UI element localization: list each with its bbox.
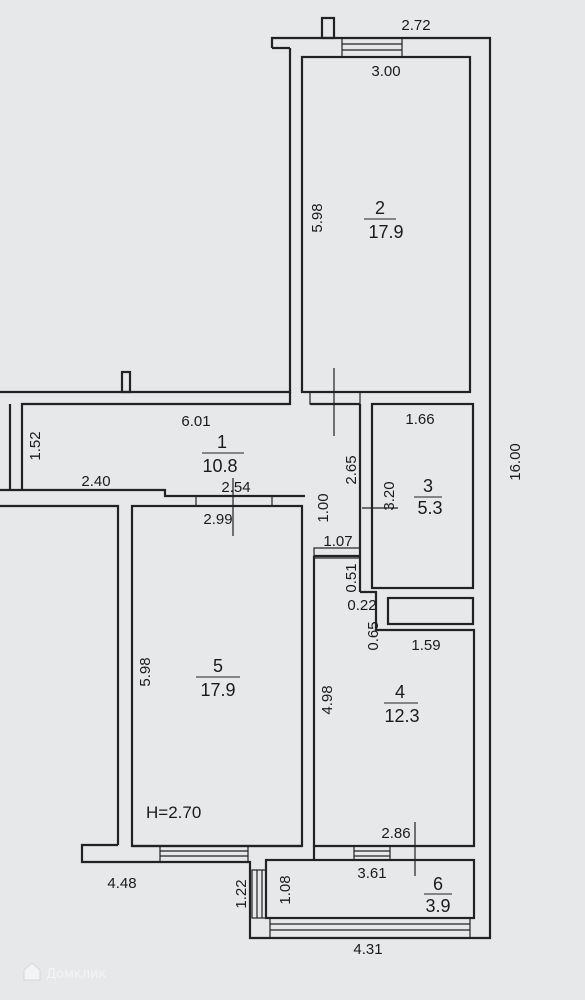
vent: [320, 16, 336, 40]
room-2-number: 2: [375, 198, 385, 218]
dim-2-99: 2.99: [203, 511, 232, 528]
dim-3-00: 3.00: [371, 63, 400, 80]
dim-1-22: 1.22: [233, 879, 250, 908]
ceiling-height: H=2.70: [146, 803, 201, 822]
dim-2-40: 2.40: [81, 473, 110, 490]
window-balcony-side: [251, 869, 267, 919]
dim-0-51: 0.51: [343, 563, 360, 592]
dim-1-00: 1.00: [315, 493, 332, 522]
dim-1-59: 1.59: [411, 637, 440, 654]
dim-5-98-top: 5.98: [309, 203, 326, 232]
room-3-number: 3: [423, 476, 433, 496]
dim-0-65: 0.65: [365, 621, 382, 650]
house-icon: [23, 962, 41, 981]
watermark: Домклик: [23, 962, 107, 982]
room-3-area: 5.3: [417, 498, 442, 518]
door-room-2: [309, 391, 361, 405]
outer-wall-inner: [30, 48, 292, 394]
dim-3-61: 3.61: [357, 865, 386, 882]
room-2-area: 17.9: [368, 222, 403, 242]
room-6-area: 3.9: [425, 896, 450, 916]
dim-1-52: 1.52: [27, 431, 44, 460]
dim-1-07: 1.07: [323, 533, 352, 550]
room-1-area: 10.8: [202, 456, 237, 476]
dim-2-54: 2.54: [221, 479, 250, 496]
room-5-wall: [0, 504, 120, 845]
watermark-text: Домклик: [46, 967, 107, 982]
room-6-number: 6: [433, 874, 443, 894]
dim-3-20: 3.20: [381, 481, 398, 510]
room-5-number: 5: [213, 656, 223, 676]
corridor-wall-bottom: [0, 488, 305, 498]
stub: [120, 370, 132, 394]
dim-2-72: 2.72: [401, 17, 430, 34]
dim-16-00: 16.00: [507, 443, 524, 481]
dim-6-01: 6.01: [181, 413, 210, 430]
door-balcony: [353, 845, 391, 861]
room-4-area: 12.3: [384, 706, 419, 726]
room-5-area: 17.9: [200, 680, 235, 700]
dim-1-08: 1.08: [277, 875, 294, 904]
dim-2-65: 2.65: [343, 455, 360, 484]
dim-4-48: 4.48: [107, 875, 136, 892]
door-room-4: [313, 547, 361, 559]
dim-1-66: 1.66: [405, 411, 434, 428]
dim-4-98: 4.98: [319, 685, 336, 714]
room-4-number: 4: [395, 682, 405, 702]
dim-0-22: 0.22: [347, 597, 376, 614]
corridor-wall-top: [20, 392, 292, 490]
window-room-5: [159, 845, 249, 863]
window-balcony-bottom: [269, 917, 471, 939]
niche: [386, 596, 475, 626]
room-5-outline: [130, 504, 304, 848]
window-room-2: [341, 37, 403, 58]
dim-2-86: 2.86: [381, 825, 410, 842]
room-1-number: 1: [217, 432, 227, 452]
dim-5-98-left: 5.98: [137, 657, 154, 686]
door-room-5: [195, 495, 273, 507]
dim-4-31: 4.31: [353, 941, 382, 958]
